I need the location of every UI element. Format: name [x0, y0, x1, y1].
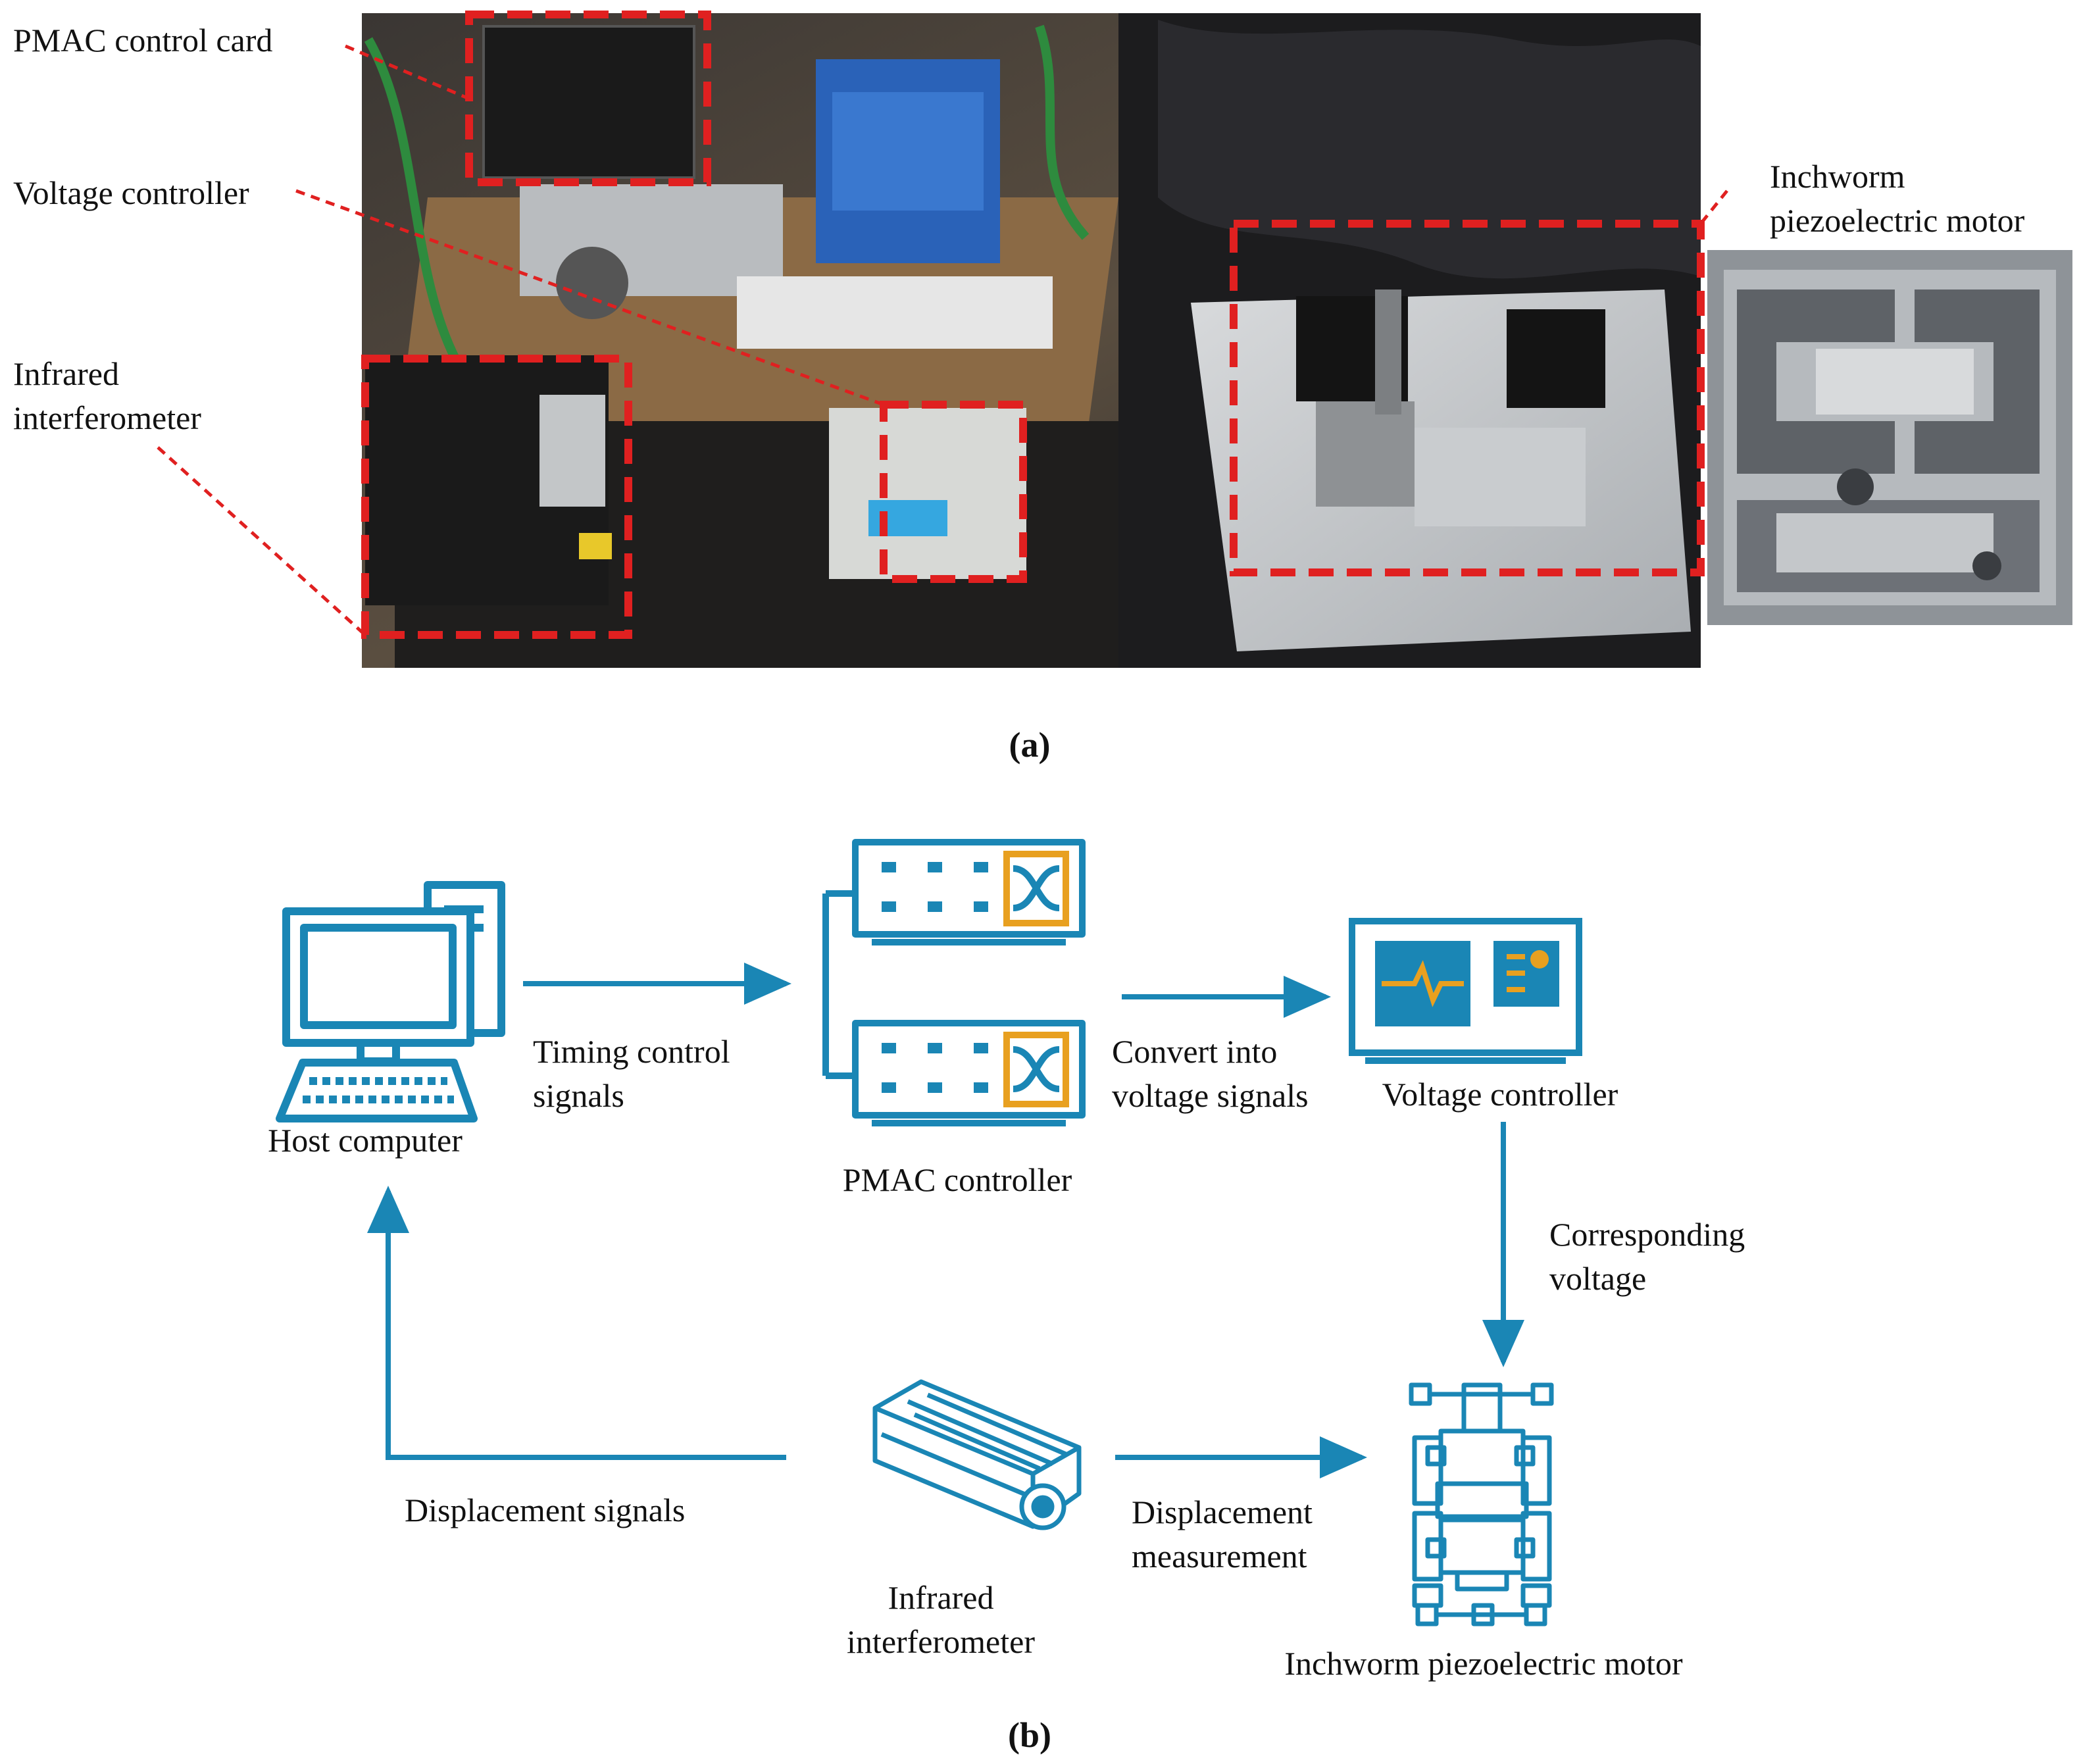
- computer-icon: [276, 881, 505, 1122]
- label-convert-1: Convert into: [1112, 1033, 1277, 1070]
- voltage-controller-icon: [1349, 918, 1582, 1064]
- arrow-displacement-signals: [367, 1186, 786, 1460]
- label-disp-meas-1: Displacement: [1132, 1494, 1313, 1530]
- label-interferometer-node-2: interferometer: [847, 1623, 1035, 1660]
- motor-box: [1230, 220, 1705, 576]
- label-pmac-card: PMAC control card: [13, 22, 272, 59]
- label-motor-node: Inchworm piezoelectric motor: [1284, 1645, 1683, 1682]
- controller-icon: [822, 839, 1086, 1126]
- interferometer-box: [361, 355, 632, 639]
- leader-lines: [157, 44, 1728, 636]
- leader-interferometer: [157, 446, 366, 636]
- label-interferometer-2: interferometer: [13, 399, 201, 436]
- motor-icon: [1409, 1382, 1554, 1626]
- voltage-controller-box: [880, 401, 1027, 583]
- caption-b: (b): [1008, 1715, 1051, 1755]
- label-voltage-controller: Voltage controller: [13, 174, 249, 211]
- setup-photo: [362, 13, 2072, 668]
- label-motor-2: piezoelectric motor: [1770, 202, 2025, 239]
- label-voltage-controller-node: Voltage controller: [1382, 1076, 1618, 1113]
- interferometer-icon: [872, 1379, 1082, 1530]
- label-corresponding-1: Corresponding: [1549, 1216, 1745, 1253]
- label-motor-1: Inchworm: [1770, 158, 1905, 195]
- caption-a: (a): [1009, 725, 1051, 765]
- leader-motor: [1699, 189, 1728, 225]
- label-interferometer-node-1: Infrared: [888, 1579, 994, 1616]
- label-pmac-controller: PMAC controller: [843, 1161, 1072, 1198]
- label-host-computer: Host computer: [268, 1122, 463, 1159]
- label-interferometer-1: Infrared: [13, 355, 119, 392]
- label-corresponding-2: voltage: [1549, 1260, 1646, 1297]
- label-timing-2: signals: [533, 1077, 624, 1114]
- label-timing-1: Timing control: [533, 1033, 730, 1070]
- leader-pmac: [345, 44, 470, 101]
- label-disp-meas-2: measurement: [1132, 1538, 1307, 1575]
- label-displacement-signals: Displacement signals: [405, 1492, 685, 1528]
- label-convert-2: voltage signals: [1112, 1077, 1309, 1114]
